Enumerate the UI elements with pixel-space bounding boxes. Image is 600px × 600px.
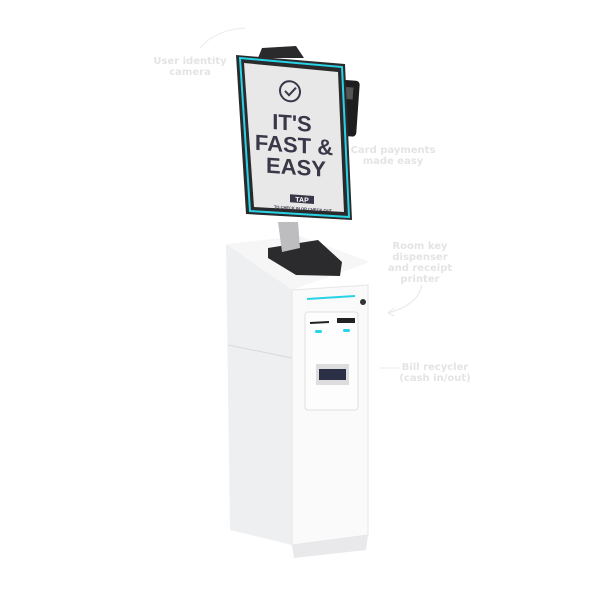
cabinet-base	[292, 535, 368, 558]
callout-text: Bill recycler	[401, 362, 469, 373]
check-icon	[279, 80, 301, 103]
camera-callout: User identity camera	[140, 56, 240, 78]
callout-text: made easy	[362, 156, 424, 167]
camera	[258, 46, 304, 58]
bill-recycler-slot[interactable]	[319, 369, 346, 380]
accent-light-bar	[306, 295, 356, 300]
callout-text: Card payments	[350, 145, 436, 156]
receipt-slot[interactable]	[337, 318, 355, 323]
dispenser-callout-arrow	[387, 284, 423, 317]
callout-text: Room key	[392, 241, 448, 252]
callout-text: camera	[169, 67, 211, 78]
lock-icon	[360, 299, 366, 305]
card-callout: Card payments made easy	[343, 145, 443, 167]
tap-caption: TO CHECK IN OR CHECK OUT	[274, 204, 332, 213]
card-slot[interactable]	[309, 321, 330, 324]
callout-text: dispenser	[392, 252, 448, 263]
cabinet-side	[226, 244, 292, 545]
bill-callout: Bill recycler (cash in/out)	[385, 362, 485, 384]
tap-button-label: TAP	[295, 197, 309, 205]
camera-callout-arrow	[199, 27, 246, 49]
headline-line-3: EASY	[266, 153, 326, 182]
screen-accent-ring	[238, 56, 351, 219]
screen-neck	[278, 222, 300, 252]
touch-screen[interactable]	[244, 63, 344, 212]
callout-text: printer	[400, 274, 440, 285]
callout-text: and receipt	[387, 263, 453, 274]
headline-line-1: IT'S	[272, 109, 311, 137]
slot-indicator	[343, 329, 350, 332]
front-panel	[304, 311, 359, 411]
callout-text: (cash in/out)	[399, 373, 471, 384]
tap-button[interactable]	[290, 194, 314, 204]
dispenser-callout: Room key dispenser and receipt printer	[370, 241, 470, 285]
slot-indicator	[315, 330, 322, 333]
callout-text: User identity	[153, 56, 227, 67]
headline-line-2: FAST &	[255, 130, 333, 160]
